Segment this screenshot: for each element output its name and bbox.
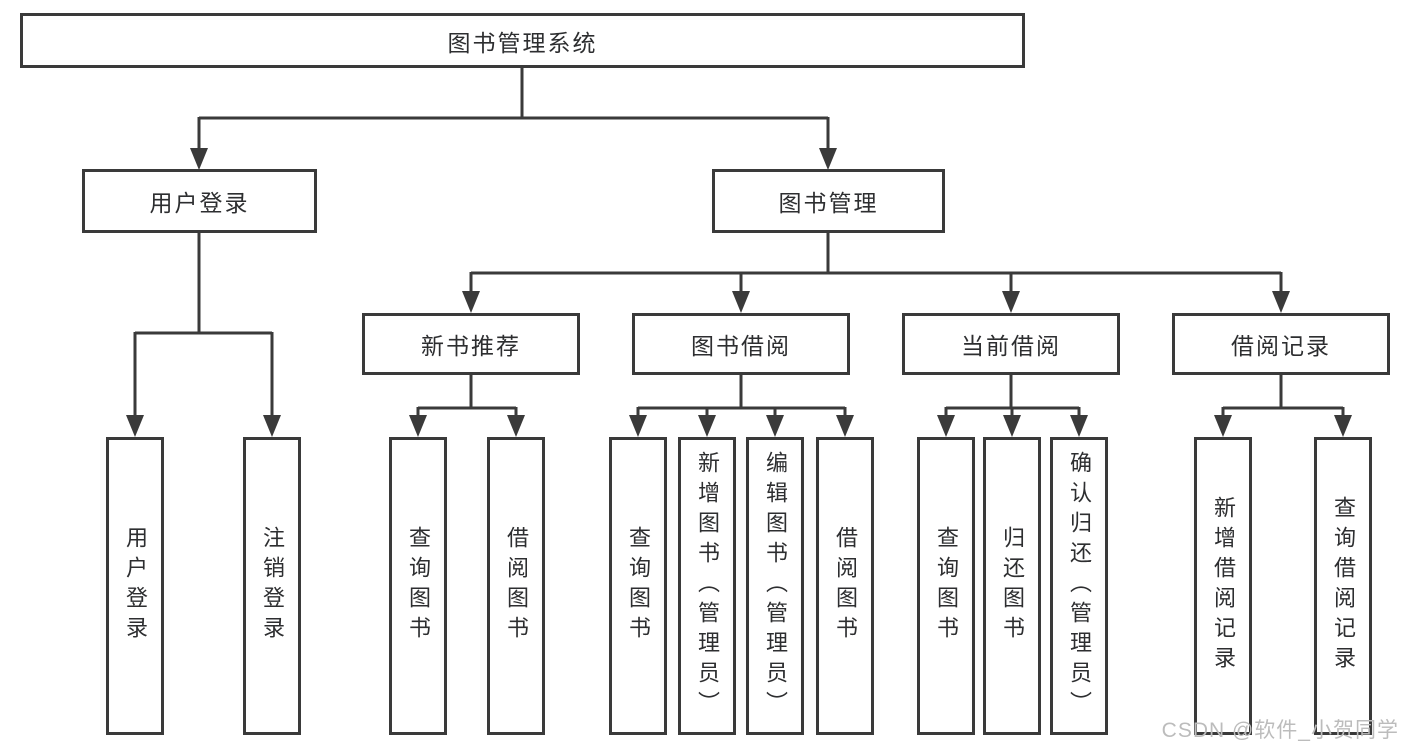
leaf-user-login-label: 用户登录 (123, 526, 148, 646)
leaf-borrow-books-2: 借阅图书 (816, 437, 874, 735)
leaf-query-books-2-label: 查询图书 (626, 526, 651, 646)
leaf-query-books-2: 查询图书 (609, 437, 667, 735)
leaf-borrow-books-1: 借阅图书 (487, 437, 545, 735)
leaf-add-borrow-record: 新增借阅记录 (1194, 437, 1252, 735)
node-user-login: 用户登录 (82, 169, 317, 233)
leaf-edit-book-admin-label: 编辑图书（管理员） (763, 451, 788, 721)
leaf-add-book-admin-label: 新增图书（管理员） (695, 451, 720, 721)
leaf-query-books-3: 查询图书 (917, 437, 975, 735)
leaf-query-borrow-record-label: 查询借阅记录 (1331, 496, 1356, 676)
node-borrowing-records: 借阅记录 (1172, 313, 1390, 375)
node-new-book-recommend: 新书推荐 (362, 313, 580, 375)
leaf-return-book: 归还图书 (983, 437, 1041, 735)
node-current-borrowing: 当前借阅 (902, 313, 1120, 375)
leaf-logout: 注销登录 (243, 437, 301, 735)
node-book-management: 图书管理 (712, 169, 945, 233)
leaf-add-book-admin: 新增图书（管理员） (678, 437, 736, 735)
leaf-confirm-return-admin-label: 确认归还（管理员） (1067, 451, 1092, 721)
node-library-system: 图书管理系统 (20, 13, 1025, 68)
leaf-query-books-3-label: 查询图书 (934, 526, 959, 646)
leaf-query-books-1: 查询图书 (389, 437, 447, 735)
leaf-query-borrow-record: 查询借阅记录 (1314, 437, 1372, 735)
leaf-add-borrow-record-label: 新增借阅记录 (1211, 496, 1236, 676)
leaf-return-book-label: 归还图书 (1000, 526, 1025, 646)
leaf-edit-book-admin: 编辑图书（管理员） (746, 437, 804, 735)
leaf-confirm-return-admin: 确认归还（管理员） (1050, 437, 1108, 735)
leaf-logout-label: 注销登录 (260, 526, 285, 646)
leaf-borrow-books-2-label: 借阅图书 (833, 526, 858, 646)
watermark-text: CSDN @软件_小贺同学 (1161, 719, 1399, 742)
leaf-user-login: 用户登录 (106, 437, 164, 735)
leaf-query-books-1-label: 查询图书 (406, 526, 431, 646)
node-book-borrowing: 图书借阅 (632, 313, 850, 375)
leaf-borrow-books-1-label: 借阅图书 (504, 526, 529, 646)
